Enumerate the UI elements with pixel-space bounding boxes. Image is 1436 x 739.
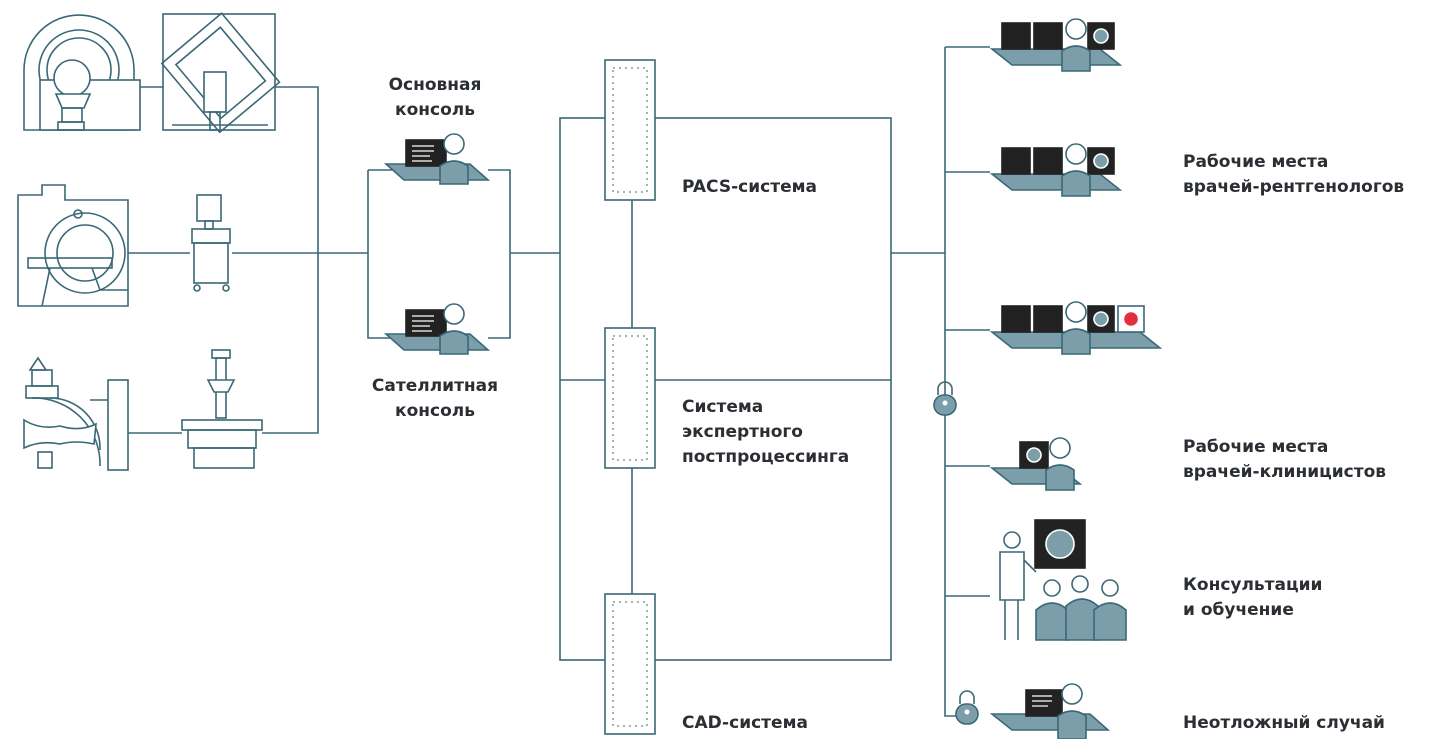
ultrasound-cart-icon — [191, 194, 231, 292]
lock-icon — [955, 690, 979, 725]
workstation-icon — [989, 143, 1123, 197]
cad-system-label: CAD-система — [682, 713, 808, 733]
workstation-icon — [989, 683, 1111, 739]
lecturer-icon — [999, 519, 1086, 640]
server-rack-icon — [604, 59, 656, 201]
server-rack-icon — [604, 327, 656, 469]
mri-scanner-icon — [23, 14, 141, 131]
audience-icon — [1035, 575, 1127, 641]
xray-table-icon — [181, 349, 263, 469]
workstation-icon — [989, 301, 1163, 355]
radiotherapy-unit-icon — [160, 12, 281, 134]
c-arm-icon — [23, 356, 129, 471]
workstation-icon — [989, 18, 1123, 72]
emergency-label: Неотложный случай — [1183, 713, 1385, 733]
pacs-system-label: PACS-система — [682, 177, 817, 197]
workstation-icon — [989, 437, 1083, 491]
lock-icon — [933, 381, 957, 416]
console-workstation-icon — [383, 133, 491, 185]
console-workstation-icon — [383, 303, 491, 355]
ct-scanner-icon — [17, 184, 129, 307]
server-rack-icon — [604, 593, 656, 735]
